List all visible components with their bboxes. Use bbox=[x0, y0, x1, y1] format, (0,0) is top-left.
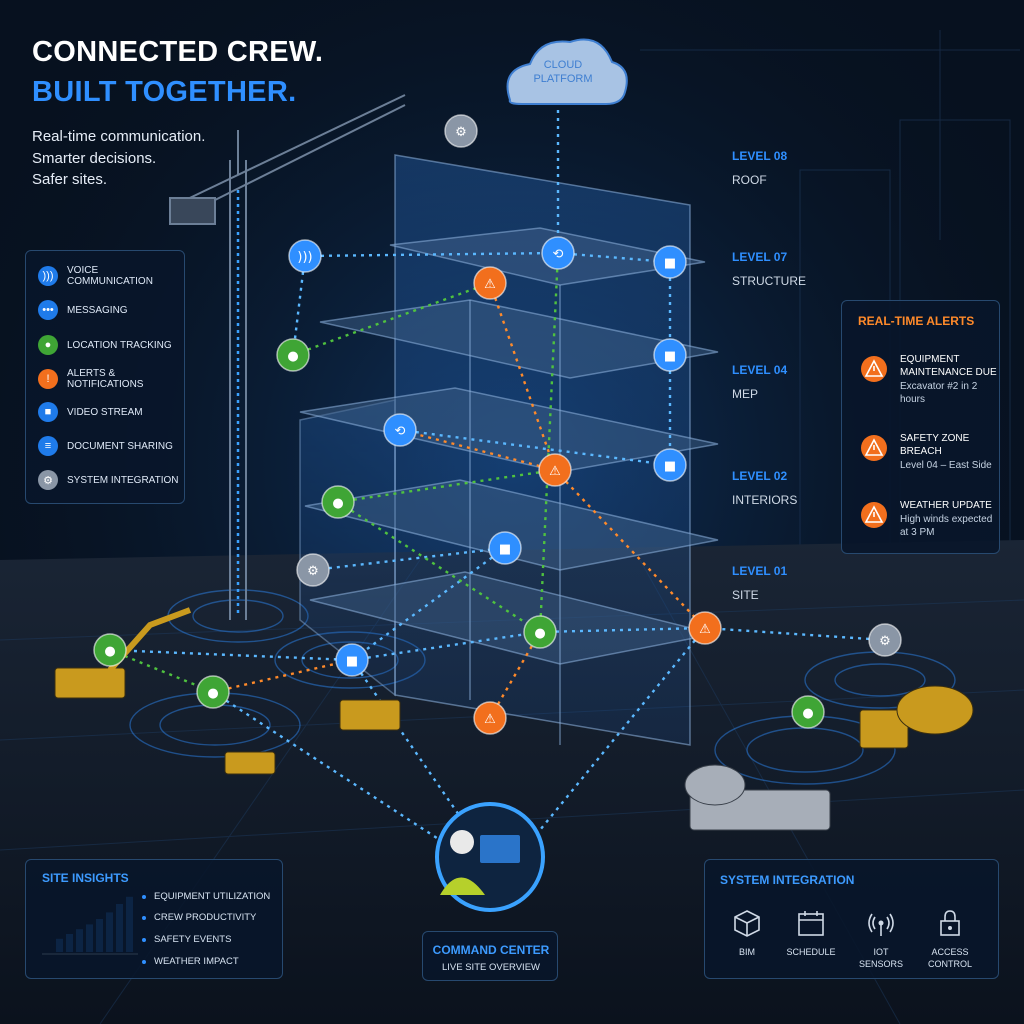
system-integration-panel: SYSTEM INTEGRATION BIM SCHEDULE IOT SENS… bbox=[704, 859, 999, 979]
pin-marker-icon[interactable]: ● bbox=[276, 338, 310, 372]
calendar-icon bbox=[798, 911, 824, 936]
system-integration-title: SYSTEM INTEGRATION bbox=[720, 873, 855, 887]
warning-icon bbox=[861, 502, 887, 528]
alert-marker-icon[interactable]: ⚠ bbox=[688, 611, 722, 645]
headline-line-2: BUILT TOGETHER. bbox=[32, 76, 297, 108]
video-marker-icon[interactable]: ■ bbox=[488, 531, 522, 565]
svg-text:●: ● bbox=[332, 496, 343, 511]
integration-bim[interactable]: BIM bbox=[717, 908, 777, 958]
svg-text:●: ● bbox=[287, 349, 298, 364]
tagline-2: Smarter decisions. bbox=[32, 150, 157, 167]
gear-marker-icon[interactable]: ⚙ bbox=[444, 114, 478, 148]
insights-title: SITE INSIGHTS bbox=[42, 871, 129, 885]
svg-text:⟲: ⟲ bbox=[553, 247, 564, 262]
video-camera-icon: ■ bbox=[38, 402, 58, 422]
insight-equipment-utilization[interactable]: Equipment Utilization bbox=[141, 891, 271, 902]
video-marker-icon[interactable]: ■ bbox=[653, 245, 687, 279]
legend-video-stream[interactable]: ■ Video Stream bbox=[38, 401, 143, 423]
legend-location-tracking[interactable]: ● Location Tracking bbox=[38, 334, 172, 356]
document-icon: ≡ bbox=[38, 436, 58, 456]
alerts-title: REAL-TIME ALERTS bbox=[858, 314, 975, 328]
insight-weather-impact[interactable]: Weather Impact bbox=[142, 956, 239, 967]
site-insights-panel: SITE INSIGHTS Equipment Utilization Crew… bbox=[25, 859, 283, 979]
voice-wave-icon: ))) bbox=[38, 266, 58, 286]
legend-document-sharing[interactable]: ≡ Document Sharing bbox=[38, 435, 173, 457]
cube-icon bbox=[734, 910, 760, 937]
tagline-1: Real-time communication. bbox=[32, 128, 206, 145]
lock-icon bbox=[940, 910, 960, 936]
video-marker-icon[interactable]: ■ bbox=[653, 338, 687, 372]
gear-marker-icon[interactable]: ⚙ bbox=[868, 623, 902, 657]
pin-marker-icon[interactable]: ● bbox=[321, 485, 355, 519]
pin-marker-icon[interactable]: ● bbox=[196, 675, 230, 709]
svg-text:●: ● bbox=[207, 686, 218, 701]
svg-text:●: ● bbox=[534, 626, 545, 641]
gear-icon: ⚙ bbox=[38, 470, 58, 490]
svg-text:●: ● bbox=[104, 644, 115, 659]
svg-text:⚠: ⚠ bbox=[699, 622, 711, 637]
alert-marker-icon[interactable]: ⚠ bbox=[538, 453, 572, 487]
warning-icon bbox=[861, 356, 887, 382]
integration-iot-sensors[interactable]: IOT SENSORS bbox=[851, 908, 911, 970]
integration-schedule[interactable]: SCHEDULE bbox=[781, 908, 841, 958]
svg-text:⚠: ⚠ bbox=[484, 277, 496, 292]
command-center-subtitle: LIVE SITE OVERVIEW bbox=[441, 962, 541, 973]
command-center-card[interactable]: COMMAND CENTER LIVE SITE OVERVIEW bbox=[422, 931, 558, 981]
svg-text:■: ■ bbox=[664, 349, 676, 364]
cloud-platform-label: CLOUD PLATFORM bbox=[533, 59, 593, 85]
alert-marker-icon[interactable]: ⚠ bbox=[473, 266, 507, 300]
sensor-icon bbox=[868, 913, 894, 936]
svg-text:⚙: ⚙ bbox=[455, 125, 467, 140]
legend-voice-communication[interactable]: ))) Voice Communication bbox=[38, 265, 184, 287]
legend-alerts-notifications[interactable]: ! Alerts & Notifications bbox=[38, 368, 184, 390]
sync-marker-icon[interactable]: ⟲ bbox=[383, 413, 417, 447]
warning-icon bbox=[861, 435, 887, 461]
svg-text:⚙: ⚙ bbox=[307, 564, 319, 579]
sync-marker-icon[interactable]: ⟲ bbox=[541, 236, 575, 270]
svg-text:■: ■ bbox=[499, 542, 511, 557]
gear-marker-icon[interactable]: ⚙ bbox=[296, 553, 330, 587]
pin-marker-icon[interactable]: ● bbox=[523, 615, 557, 649]
svg-text:⚠: ⚠ bbox=[484, 712, 496, 727]
headline-line-1: CONNECTED CREW. bbox=[32, 36, 324, 68]
level-01-label: LEVEL 01 SITE bbox=[732, 564, 788, 602]
legend-messaging[interactable]: ••• Messaging bbox=[38, 299, 128, 321]
insight-safety-events[interactable]: Safety Events bbox=[141, 934, 232, 945]
voice-marker-icon[interactable]: ))) bbox=[288, 239, 322, 273]
alert-equipment-maintenance[interactable]: Equipment Maintenance Due Excavator #2 i… bbox=[860, 353, 997, 405]
integration-access-control[interactable]: ACCESS CONTROL bbox=[920, 908, 980, 970]
level-02-label: LEVEL 02 INTERIORS bbox=[732, 469, 798, 507]
command-center-title: COMMAND CENTER bbox=[432, 943, 550, 957]
svg-text:))): ))) bbox=[297, 250, 312, 265]
pin-marker-icon[interactable]: ● bbox=[93, 633, 127, 667]
real-time-alerts-panel: REAL-TIME ALERTS Equipment Maintenance D… bbox=[841, 300, 1000, 554]
video-marker-icon[interactable]: ■ bbox=[335, 643, 369, 677]
level-08-label: LEVEL 08 ROOF bbox=[732, 149, 788, 187]
feature-legend: ))) Voice Communication ••• Messaging ● … bbox=[25, 250, 185, 504]
svg-text:■: ■ bbox=[346, 654, 358, 669]
alert-marker-icon[interactable]: ⚠ bbox=[473, 701, 507, 735]
legend-system-integration[interactable]: ⚙ System Integration bbox=[38, 469, 179, 491]
level-04-label: LEVEL 04 MEP bbox=[732, 363, 788, 401]
svg-text:■: ■ bbox=[664, 256, 676, 271]
svg-text:●: ● bbox=[802, 706, 813, 721]
svg-text:■: ■ bbox=[664, 459, 676, 474]
insight-crew-productivity[interactable]: Crew Productivity bbox=[141, 912, 257, 923]
svg-text:⟲: ⟲ bbox=[395, 424, 406, 439]
video-marker-icon[interactable]: ■ bbox=[653, 448, 687, 482]
warning-icon: ! bbox=[38, 369, 58, 389]
message-icon: ••• bbox=[38, 300, 58, 320]
tagline-3: Safer sites. bbox=[32, 171, 108, 188]
alert-weather-update[interactable]: Weather Update High winds expected at 3 … bbox=[860, 499, 992, 549]
pin-marker-icon[interactable]: ● bbox=[791, 695, 825, 729]
svg-text:⚠: ⚠ bbox=[549, 464, 561, 479]
location-pin-icon: ● bbox=[38, 335, 58, 355]
svg-text:⚙: ⚙ bbox=[879, 634, 891, 649]
alert-safety-zone-breach[interactable]: Safety Zone Breach Level 04 – East Side bbox=[860, 432, 992, 482]
level-07-label: LEVEL 07 STRUCTURE bbox=[732, 250, 806, 288]
